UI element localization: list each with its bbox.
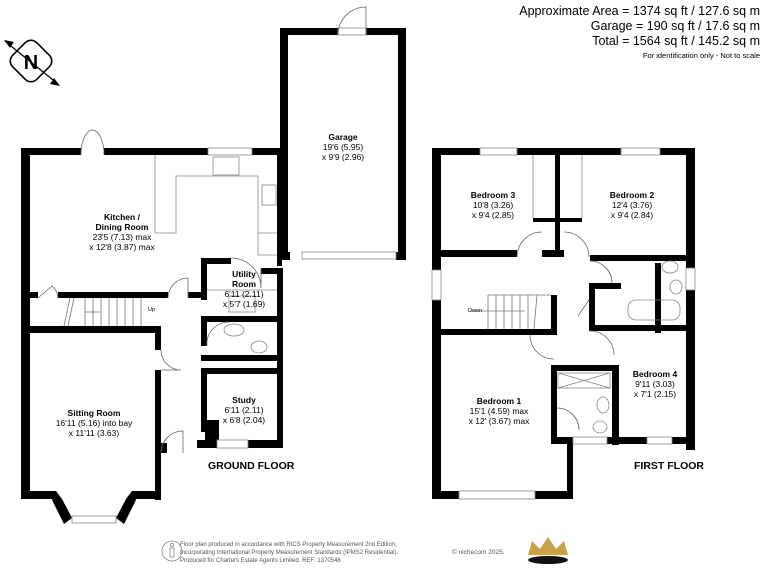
total-area: Total = 1564 sq ft / 145.2 sq m bbox=[592, 34, 760, 48]
room-bedroom-4: Bedroom 4 9'11 (3.03) x 7'1 (2.15) bbox=[632, 369, 678, 399]
first-floor-title: FIRST FLOOR bbox=[634, 460, 704, 472]
room-bedroom-1: Bedroom 1 15'1 (4.59) max x 12' (3.67) m… bbox=[468, 396, 530, 426]
approximate-area: Approximate Area = 1374 sq ft / 127.6 sq… bbox=[519, 4, 760, 18]
footer-notes: Floor plan produced in accordance with R… bbox=[180, 542, 399, 564]
svg-text:N: N bbox=[24, 52, 38, 74]
person-info-icon bbox=[161, 540, 183, 562]
ground-floor-fixtures bbox=[37, 6, 397, 524]
area-summary: Approximate Area = 1374 sq ft / 127.6 sq… bbox=[519, 4, 760, 62]
first-floor-walls bbox=[432, 148, 695, 499]
ground-floor-title: GROUND FLOOR bbox=[208, 460, 295, 472]
room-bedroom-2: Bedroom 2 12'4 (3.76) x 9'4 (2.84) bbox=[609, 190, 655, 220]
stairs-up-label: Up bbox=[148, 307, 156, 313]
room-kitchen-dining: Kitchen / Dining Room 23'5 (7.13) max x … bbox=[89, 212, 155, 252]
first-floor-fixtures bbox=[431, 147, 696, 500]
copyright: © nichecom 2025. bbox=[452, 549, 505, 556]
ground-floor-walls bbox=[21, 28, 406, 524]
north-arrow-icon: N bbox=[4, 39, 60, 86]
crown-logo-icon bbox=[528, 537, 568, 564]
room-garage: Garage 19'6 (5.95) x 9'9 (2.96) bbox=[321, 132, 365, 162]
room-bedroom-3: Bedroom 3 10'8 (3.26) x 9'4 (2.85) bbox=[470, 190, 516, 220]
room-sitting: Sitting Room 16'11 (5.16) into bay x 11'… bbox=[55, 408, 133, 438]
stairs-down-label: Down bbox=[468, 308, 483, 314]
garage-area: Garage = 190 sq ft / 17.6 sq m bbox=[590, 19, 760, 33]
room-study: Study 6'11 (2.11) x 6'8 (2.04) bbox=[222, 395, 266, 425]
scale-note: For identification only - Not to scale bbox=[642, 51, 760, 60]
room-utility: Utility Room 6'11 (2.11) x 5'7 (1.69) bbox=[222, 269, 266, 309]
